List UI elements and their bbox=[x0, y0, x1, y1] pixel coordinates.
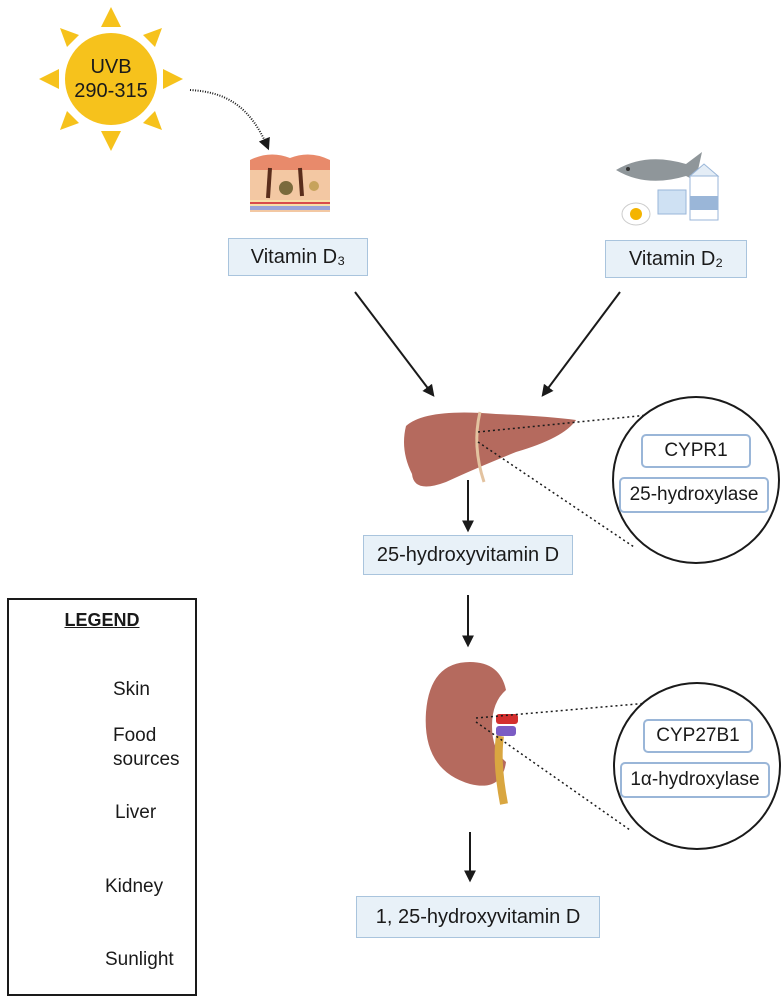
legend-box: LEGEND Skin Food sources Liver Kidney Su… bbox=[7, 598, 197, 996]
legend-food-line2: sources bbox=[113, 749, 180, 770]
skin-icon bbox=[248, 152, 332, 214]
vitamin-d3-box: Vitamin D₃ bbox=[228, 238, 368, 276]
dihydroxyvitamin-d-box: 1, 25-hydroxyvitamin D bbox=[356, 896, 600, 938]
d3-to-liver-arrow bbox=[354, 291, 435, 397]
legend-food-line1: Food bbox=[113, 725, 157, 746]
food-sources-icon bbox=[615, 151, 719, 226]
legend-title: LEGEND bbox=[64, 610, 140, 630]
kidney-icon bbox=[426, 662, 518, 804]
kidney-callout-line bbox=[475, 701, 661, 719]
uvb-wavelength: 290-315 bbox=[74, 80, 148, 102]
uvb-line1: UVB bbox=[90, 56, 132, 78]
25-hydroxylase-label: 25-hydroxylase bbox=[619, 477, 769, 513]
d2-to-liver-arrow bbox=[541, 291, 621, 397]
legend-sunlight-label: Sunlight bbox=[105, 949, 174, 970]
legend-liver-label: Liver bbox=[115, 802, 157, 823]
liver-callout-line bbox=[477, 411, 679, 433]
cypr1-label: CYPR1 bbox=[641, 434, 751, 468]
liver-callout-line bbox=[477, 441, 635, 548]
cyp27b1-label: CYP27B1 bbox=[643, 719, 753, 753]
1-alpha-hydroxylase-label: 1α-hydroxylase bbox=[620, 762, 770, 798]
sun-to-skin-arrow bbox=[189, 89, 270, 151]
legend-food-label: Food sources bbox=[113, 724, 180, 772]
uvb-label: UVB 290-315 bbox=[56, 55, 166, 103]
legend-kidney-label: Kidney bbox=[105, 876, 164, 897]
kidney-callout-line bbox=[475, 721, 631, 831]
liver-icon bbox=[402, 410, 578, 488]
legend-skin-label: Skin bbox=[113, 679, 150, 700]
vitamin-d2-box: Vitamin D₂ bbox=[605, 240, 747, 278]
hydroxyvitamin-d-box: 25-hydroxyvitamin D bbox=[363, 535, 573, 575]
